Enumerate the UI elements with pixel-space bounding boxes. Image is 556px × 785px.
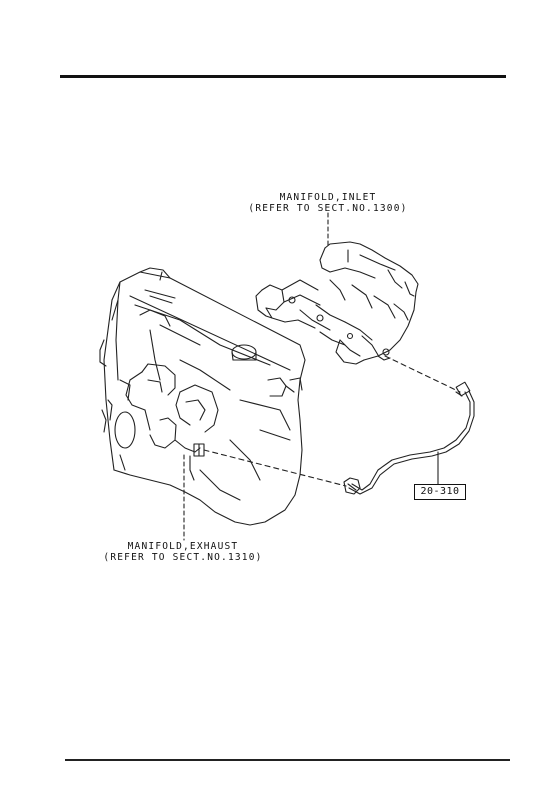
manifold-exhaust-reference: (REFER TO SECT.NO.1310): [103, 552, 263, 563]
leader-lines: [183, 212, 461, 541]
manifold-inlet-label: MANIFOLD,INLET (REFER TO SECT.NO.1300): [238, 192, 418, 214]
top-rule: [60, 75, 506, 78]
manifold-exhaust-label: MANIFOLD,EXHAUST (REFER TO SECT.NO.1310): [98, 541, 268, 563]
manifold-inlet-reference: (REFER TO SECT.NO.1300): [248, 203, 408, 214]
engine-block-drawing: [99, 267, 306, 526]
exhaust-manifold-drawing: [125, 363, 219, 481]
part-number-box: 20-310: [414, 484, 466, 500]
manifold-exhaust-name: MANIFOLD,EXHAUST: [127, 541, 239, 552]
vacuum-pipe-drawing: [343, 381, 475, 495]
manifold-inlet-name: MANIFOLD,INLET: [279, 192, 377, 203]
inlet-manifold-drawing: [255, 241, 419, 365]
bottom-rule: [65, 759, 510, 761]
